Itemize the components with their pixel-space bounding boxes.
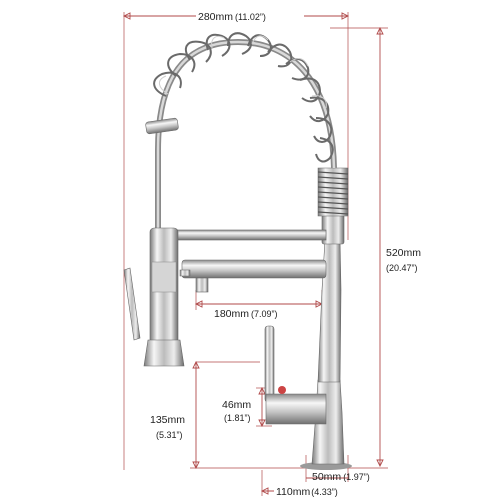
hot-indicator [278,386,286,394]
handle-arrows [258,386,266,428]
spout-outlet [195,277,209,293]
handle-label-imperial: (1.81”) [224,413,251,423]
base-label: 50mm(1.97”) [312,471,370,483]
width-arrows [122,12,350,20]
spring-coil-lower [317,167,349,217]
width-label: 280mm(11.02”) [198,11,266,23]
sprayer-holder-arm [169,229,327,241]
mixing-handle [264,325,275,403]
depth-label-bg [274,484,354,498]
clearance-arrows [192,360,200,470]
dimension-labels: 280mm(11.02”) 520mm (20.47”) 180mm(7.09”… [150,8,446,498]
clearance-label-imperial: (5.31”) [156,430,183,440]
height-label-imperial: (20.47”) [386,263,418,273]
sprayer-nozzle [143,339,185,367]
hose-highlight [156,40,336,230]
faucet-illustration [123,32,352,470]
height-label-bg [384,244,446,280]
spout-arrows [194,300,324,308]
spout-label-bg [212,306,314,320]
hose-clip [145,117,179,135]
clearance-label-metric: 135mm [150,414,185,426]
spout [181,259,327,279]
handle-label-metric: 46mm [222,399,251,411]
sprayer-lever [123,267,141,341]
handle-hub [265,393,327,425]
height-label-metric: 520mm [386,247,421,259]
spout-label: 180mm(7.09”) [214,308,278,320]
height-arrows [376,26,384,468]
depth-label: 110mm(4.33”) [276,486,338,498]
width-label-bg [196,8,304,24]
spring-coil-arc [153,32,334,163]
